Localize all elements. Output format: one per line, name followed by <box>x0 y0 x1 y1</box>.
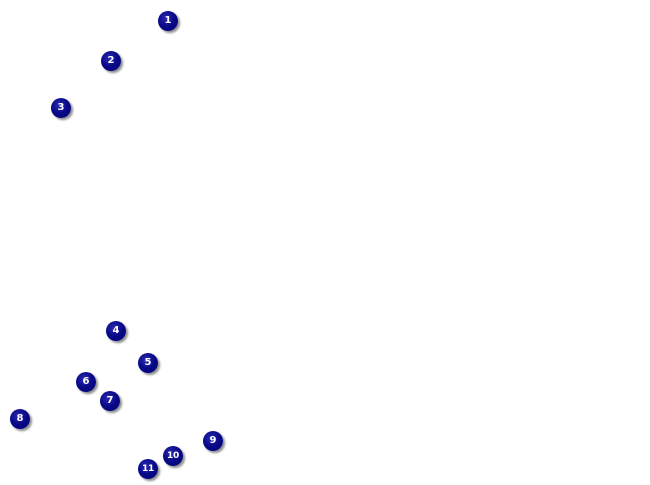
marker-1[interactable]: 1 <box>158 11 178 31</box>
marker-7[interactable]: 7 <box>100 391 120 411</box>
marker-6[interactable]: 6 <box>76 372 96 392</box>
marker-11[interactable]: 11 <box>138 459 158 479</box>
marker-10[interactable]: 10 <box>163 446 183 466</box>
marker-8[interactable]: 8 <box>10 409 30 429</box>
marker-4[interactable]: 4 <box>106 321 126 341</box>
marker-9[interactable]: 9 <box>203 431 223 451</box>
marker-3[interactable]: 3 <box>51 98 71 118</box>
marker-2[interactable]: 2 <box>101 51 121 71</box>
marker-5[interactable]: 5 <box>138 353 158 373</box>
